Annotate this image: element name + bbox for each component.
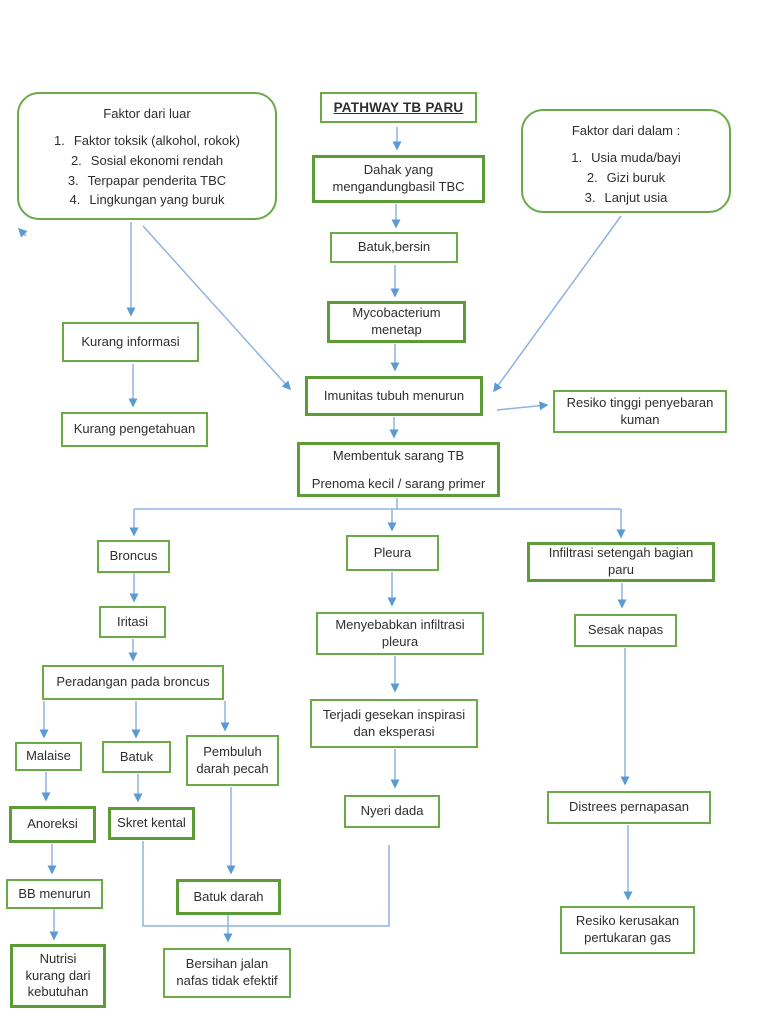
edge-33: [17, 227, 28, 238]
list-title: Faktor dari luar: [103, 106, 191, 121]
node-nyeri-dada: Nyeri dada: [344, 795, 440, 828]
node-broncus: Broncus: [97, 540, 170, 573]
node-sesak-napas: Sesak napas: [574, 614, 677, 647]
list-item: 3. Terpapar penderita TBC: [23, 172, 271, 191]
list-item-number: 3.: [584, 189, 596, 205]
edge-13: [493, 215, 622, 393]
node-menyebabkan: Menyebabkan infiltrasi pleura: [316, 612, 484, 655]
node-malaise: Malaise: [15, 742, 82, 771]
list-item-text: Usia muda/bayi: [591, 149, 681, 165]
list-item: 2. Gizi buruk: [527, 169, 725, 188]
node-iritasi: Iritasi: [99, 606, 166, 638]
edge-12: [142, 225, 292, 391]
node-skret-kental: Skret kental: [108, 807, 195, 840]
node-pathway-title: PATHWAY TB PARU: [320, 92, 477, 123]
node-dahak: Dahak yang mengandungbasil TBC: [312, 155, 485, 203]
list-item-text: Terpapar penderita TBC: [87, 172, 227, 188]
list-item: 3. Lanjut usia: [527, 189, 725, 208]
list-item-number: 3.: [67, 172, 79, 188]
node-faktor-dari-dalam: Faktor dari dalam : 1. Usia muda/bayi 2. Giz…: [521, 109, 731, 213]
list-item-text: Faktor toksik (alkohol, rokok): [73, 132, 240, 148]
node-batuk: Batuk: [102, 741, 171, 773]
edge-14: [496, 401, 549, 411]
node-batuk-bersin: Batuk,bersin: [330, 232, 458, 263]
list-item-number: 1.: [53, 132, 65, 148]
list-item-text: Lingkungan yang buruk: [89, 192, 225, 208]
node-kurang-pengetahuan: Kurang pengetahuan: [61, 412, 208, 447]
node-batuk-darah: Batuk darah: [176, 879, 281, 915]
list-item-text: Lanjut usia: [604, 189, 668, 205]
list-item: 1. Faktor toksik (alkohol, rokok): [23, 132, 271, 151]
node-distrees: Distrees pernapasan: [547, 791, 711, 824]
edge-26: [142, 841, 390, 927]
node-imunitas: Imunitas tubuh menurun: [305, 376, 483, 416]
node-resiko-tinggi: Resiko tinggi penyebaran kuman: [553, 390, 727, 433]
list-item: 1. Usia muda/bayi: [527, 149, 725, 168]
list-item: 4. Lingkungan yang buruk: [23, 191, 271, 210]
list-item-text: Sosial ekonomi rendah: [90, 152, 224, 168]
node-faktor-dari-luar: Faktor dari luar 1. Faktor toksik (alkohol…: [17, 92, 277, 220]
list-item-number: 4.: [69, 192, 81, 208]
node-kurang-informasi: Kurang informasi: [62, 322, 199, 362]
node-peradangan: Peradangan pada broncus: [42, 665, 224, 700]
list-item-text: Gizi buruk: [606, 169, 666, 185]
node-pleura: Pleura: [346, 535, 439, 571]
node-terjadi-gesekan: Terjadi gesekan inspirasi dan eksperasi: [310, 699, 478, 748]
list-item-number: 1.: [571, 149, 583, 165]
node-bb-menurun: BB menurun: [6, 879, 103, 909]
node-membentuk-sarang: Membentuk sarang TB Prenoma kecil / sara…: [297, 442, 500, 497]
node-infiltrasi: Infiltrasi setengah bagian paru: [527, 542, 715, 582]
node-bersihan: Bersihan jalan nafas tidak efektif: [163, 948, 291, 998]
node-resiko-kerusakan: Resiko kerusakan pertukaran gas: [560, 906, 695, 954]
list-item-number: 2.: [70, 152, 82, 168]
list-item: 2. Sosial ekonomi rendah: [23, 152, 271, 171]
list-item-number: 2.: [586, 169, 598, 185]
node-nutrisi: Nutrisi kurang dari kebutuhan: [10, 944, 106, 1008]
node-pembuluh: Pembuluh darah pecah: [186, 735, 279, 786]
list-title: Faktor dari dalam :: [571, 123, 681, 138]
node-mycobacterium: Mycobacterium menetap: [327, 301, 466, 343]
node-anoreksi: Anoreksi: [9, 806, 96, 843]
